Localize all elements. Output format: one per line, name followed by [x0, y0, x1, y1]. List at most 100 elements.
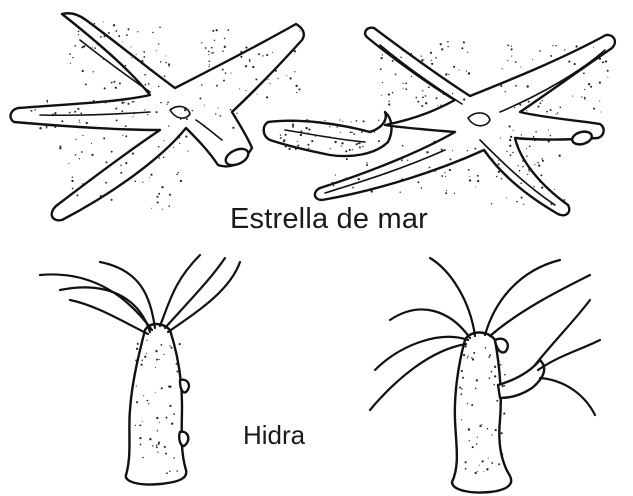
- stipple-dot: [575, 45, 577, 47]
- stipple-dot: [160, 102, 162, 104]
- stipple-dot: [168, 125, 169, 126]
- stipple-dot: [292, 125, 294, 127]
- stipple-dot: [509, 139, 511, 141]
- stipple-dot: [528, 106, 530, 108]
- stipple-dot: [476, 379, 478, 381]
- stipple-dot: [209, 64, 210, 65]
- stipple-dot: [366, 164, 368, 166]
- stipple-dot: [156, 417, 158, 419]
- stipple-dot: [120, 172, 122, 174]
- stipple-dot: [593, 47, 594, 48]
- stipple-dot: [550, 55, 552, 57]
- stipple-dot: [113, 24, 115, 26]
- stipple-dot: [445, 192, 447, 194]
- stipple-dot: [135, 425, 136, 426]
- stipple-dot: [550, 109, 552, 111]
- stipple-dot: [593, 108, 595, 110]
- stipple-dot: [572, 96, 573, 97]
- stipple-dot: [306, 119, 308, 121]
- stipple-dot: [607, 77, 608, 78]
- stipple-dot: [469, 179, 471, 181]
- stipple-dot: [300, 134, 302, 136]
- stipple-dot: [523, 204, 524, 205]
- stipple-dot: [433, 141, 435, 143]
- stipple-dot: [91, 154, 93, 156]
- stipple-dot: [146, 340, 147, 341]
- stipple-dot: [141, 364, 143, 366]
- stipple-dot: [336, 126, 337, 127]
- stipple-dot: [143, 56, 145, 58]
- stipple-dot: [498, 171, 500, 173]
- stipple-dot: [496, 176, 497, 177]
- stipple-dot: [349, 149, 351, 151]
- stipple-dot: [179, 143, 180, 144]
- stipple-dot: [330, 148, 331, 149]
- stipple-dot: [351, 132, 353, 134]
- stipple-dot: [220, 115, 222, 117]
- stipple-dot: [295, 85, 297, 87]
- stipple-dot: [555, 58, 557, 60]
- stipple-dot: [170, 108, 171, 109]
- stipple-dot: [509, 125, 511, 127]
- stipple-dot: [295, 148, 297, 150]
- stipple-dot: [152, 32, 153, 33]
- stipple-dot: [511, 45, 512, 46]
- stipple-dot: [590, 86, 592, 88]
- stipple-dot: [421, 187, 423, 189]
- stipple-dot: [422, 90, 423, 91]
- stipple-dot: [118, 35, 120, 37]
- stipple-dot: [382, 82, 383, 83]
- stipple-dot: [144, 356, 146, 358]
- stipple-dot: [467, 356, 468, 357]
- stipple-dot: [104, 87, 106, 89]
- stipple-dot: [199, 98, 201, 100]
- stipple-dot: [502, 68, 503, 69]
- stipple-dot: [75, 154, 77, 156]
- stipple-dot: [467, 52, 468, 53]
- stipple-dot: [222, 69, 224, 71]
- stipple-dot: [514, 107, 515, 108]
- stipple-dot: [430, 52, 432, 54]
- stipple-dot: [534, 140, 536, 142]
- stipple-dot: [526, 155, 528, 157]
- stipple-dot: [119, 82, 121, 84]
- starfish-caption: Estrella de mar: [230, 203, 428, 236]
- stipple-dot: [216, 85, 218, 87]
- stipple-dot: [505, 91, 506, 92]
- stipple-dot: [208, 54, 209, 55]
- stipple-dot: [164, 75, 166, 77]
- stipple-dot: [491, 434, 492, 435]
- stipple-dot: [176, 173, 178, 175]
- stipple-dot: [111, 54, 113, 56]
- stipple-dot: [156, 50, 157, 51]
- stipple-dot: [215, 113, 216, 114]
- stipple-dot: [299, 30, 300, 31]
- stipple-dot: [479, 465, 480, 466]
- stipple-dot: [511, 48, 513, 50]
- stipple-dot: [522, 160, 524, 162]
- stipple-dot: [146, 353, 147, 354]
- stipple-dot: [258, 53, 260, 55]
- stipple-dot: [148, 69, 149, 70]
- stipple-dot: [178, 172, 179, 173]
- stipple-dot: [139, 437, 141, 439]
- stipple-dot: [93, 100, 95, 102]
- stipple-dot: [113, 81, 115, 83]
- stipple-dot: [122, 135, 123, 136]
- stipple-dot: [115, 30, 117, 32]
- stipple-dot: [429, 167, 431, 169]
- stipple-dot: [158, 43, 159, 44]
- stipple-dot: [417, 181, 419, 183]
- stipple-dot: [94, 47, 96, 49]
- stipple-dot: [539, 50, 541, 52]
- stipple-dot: [564, 199, 566, 201]
- stipple-dot: [82, 183, 83, 184]
- stipple-dot: [266, 79, 267, 80]
- stipple-dot: [422, 97, 424, 99]
- stipple-dot: [92, 47, 93, 48]
- stipple-dot: [441, 48, 443, 50]
- stipple-dot: [477, 180, 479, 182]
- stipple-dot: [498, 463, 500, 465]
- stipple-dot: [512, 152, 513, 153]
- stipple-dot: [554, 189, 555, 190]
